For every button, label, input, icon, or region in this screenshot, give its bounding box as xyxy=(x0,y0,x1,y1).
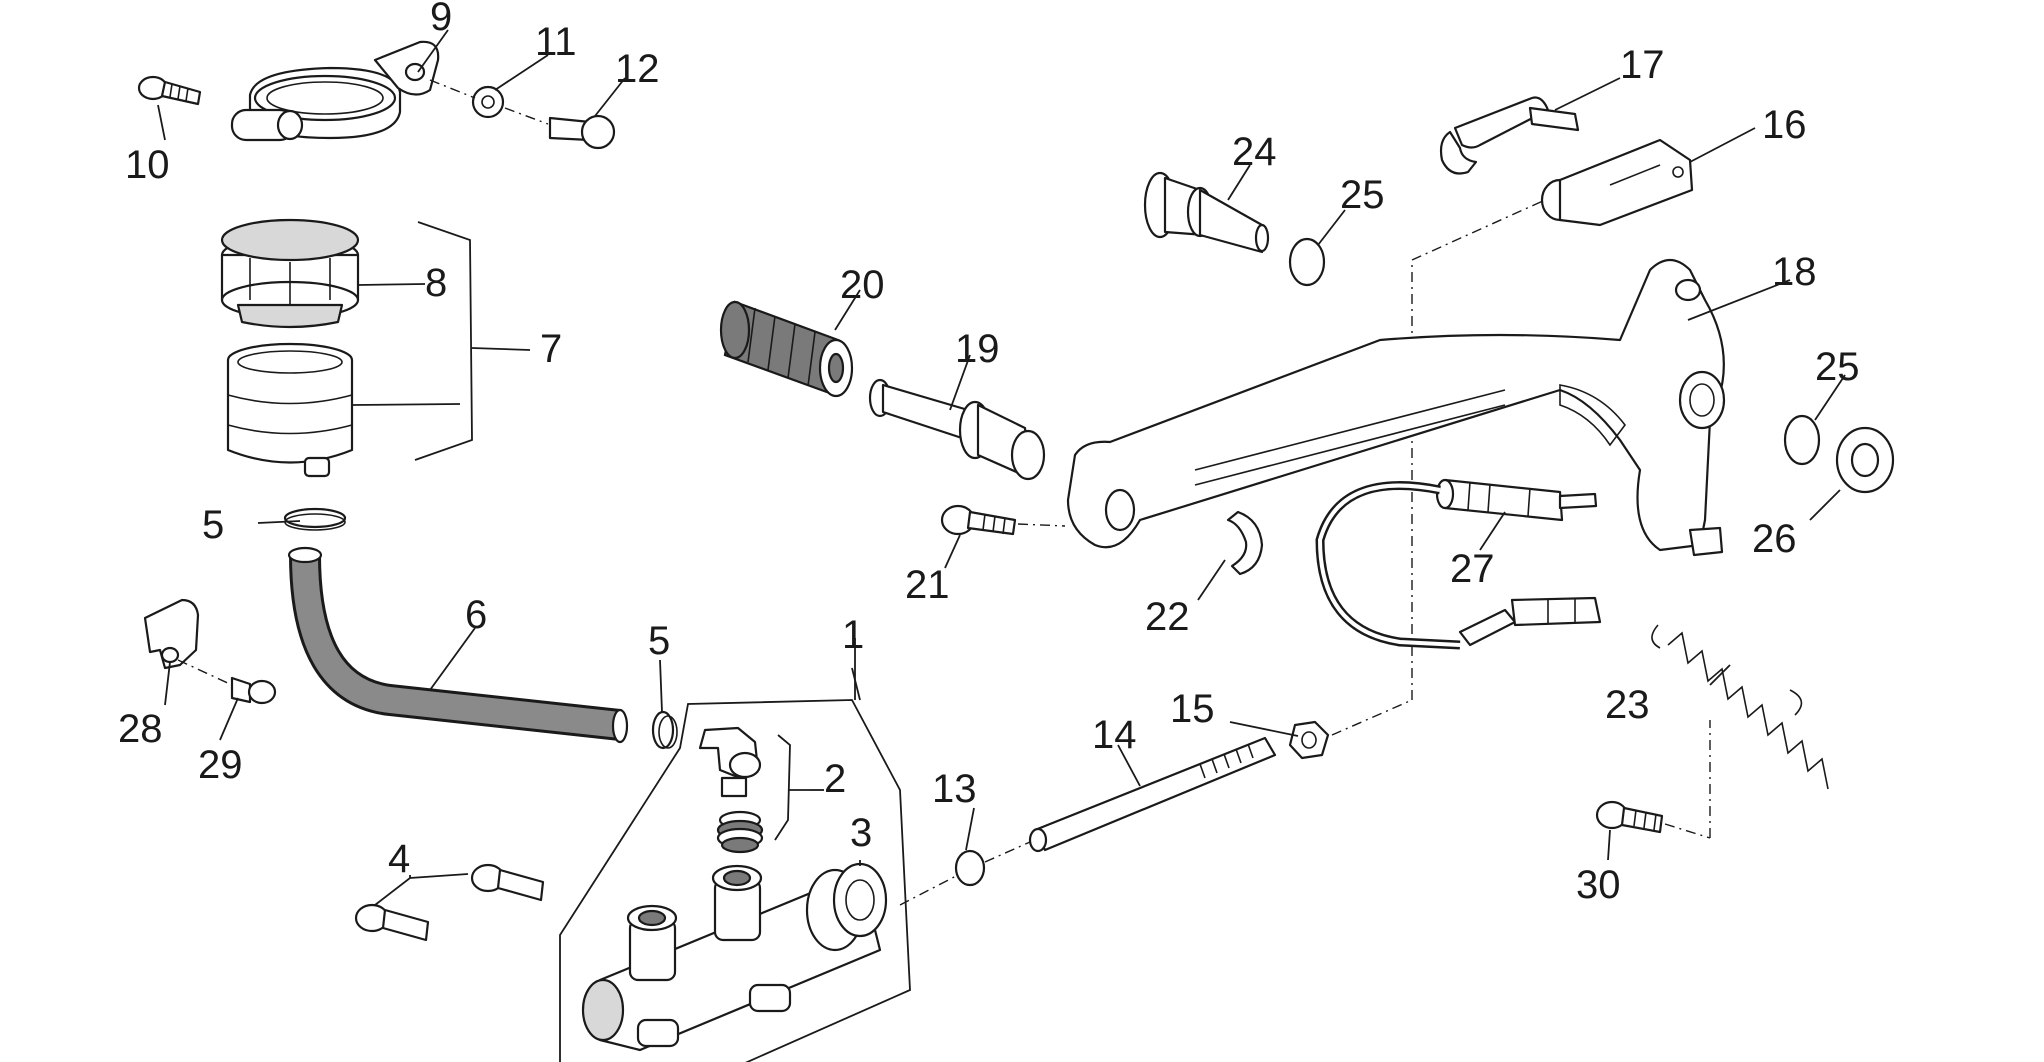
brake-light-switch xyxy=(1315,478,1602,650)
clevis-16 xyxy=(1540,138,1694,227)
callout-4: 4 xyxy=(388,837,410,881)
callout-1: 1 xyxy=(842,613,864,657)
o-ring-13 xyxy=(954,849,986,887)
callout-9: 9 xyxy=(430,0,452,39)
callout-13: 13 xyxy=(932,767,977,811)
screw-29 xyxy=(230,676,277,705)
callout-5-lower: 5 xyxy=(648,619,670,663)
callout-6: 6 xyxy=(465,593,487,637)
brake-pedal xyxy=(1066,258,1726,557)
o-ring-25-right xyxy=(1783,414,1821,466)
callout-23: 23 xyxy=(1605,683,1650,727)
nut-11 xyxy=(471,85,505,119)
reservoir-clamp xyxy=(230,40,440,142)
callout-21: 21 xyxy=(905,563,950,607)
callout-11: 11 xyxy=(535,20,577,64)
callout-8: 8 xyxy=(425,261,447,305)
callout-14: 14 xyxy=(1092,713,1137,757)
pedal-rubber xyxy=(719,300,854,398)
callout-16: 16 xyxy=(1762,103,1807,147)
callout-19: 19 xyxy=(955,327,1000,371)
callout-3: 3 xyxy=(850,811,872,855)
master-cylinder xyxy=(581,862,888,1052)
callout-20: 20 xyxy=(840,263,885,307)
pedal-pivot xyxy=(868,378,1046,481)
callout-25-right: 25 xyxy=(1815,345,1860,389)
bracket-28 xyxy=(143,598,200,670)
callout-27: 27 xyxy=(1450,547,1495,591)
o-ring-25-upper xyxy=(1288,237,1326,287)
e-clip-22 xyxy=(1226,510,1264,576)
pivot-pin-24 xyxy=(1143,171,1270,254)
hose-clip-upper xyxy=(283,507,347,531)
callout-25-upper: 25 xyxy=(1340,173,1385,217)
callout-10: 10 xyxy=(125,143,170,187)
callout-2: 2 xyxy=(824,757,846,801)
nut-15 xyxy=(1288,720,1330,760)
callout-30: 30 xyxy=(1576,863,1621,907)
screw-12 xyxy=(548,114,616,150)
callout-26: 26 xyxy=(1752,517,1797,561)
callout-17: 17 xyxy=(1620,43,1665,87)
screw-30 xyxy=(1595,800,1664,834)
callout-24: 24 xyxy=(1232,130,1277,174)
elbow-fitting xyxy=(698,726,762,798)
reservoir-body xyxy=(226,342,354,478)
callout-22: 22 xyxy=(1145,595,1190,639)
callout-28: 28 xyxy=(118,707,163,751)
callout-18: 18 xyxy=(1772,250,1817,294)
callout-12: 12 xyxy=(615,47,660,91)
screw-21 xyxy=(940,504,1017,536)
washer-26 xyxy=(1835,426,1895,494)
return-spring xyxy=(1651,624,1829,790)
hose xyxy=(287,546,629,744)
reservoir-cap xyxy=(220,218,360,329)
clip-17 xyxy=(1439,96,1580,175)
hose-clip-lower xyxy=(651,710,678,750)
callout-15: 15 xyxy=(1170,687,1215,731)
push-rod xyxy=(1028,736,1277,853)
callout-5-upper: 5 xyxy=(202,503,224,547)
screws-4 xyxy=(354,863,545,942)
callout-29: 29 xyxy=(198,743,243,787)
screw-10 xyxy=(137,75,202,106)
callout-7: 7 xyxy=(540,327,562,371)
seal-spring xyxy=(716,810,764,854)
